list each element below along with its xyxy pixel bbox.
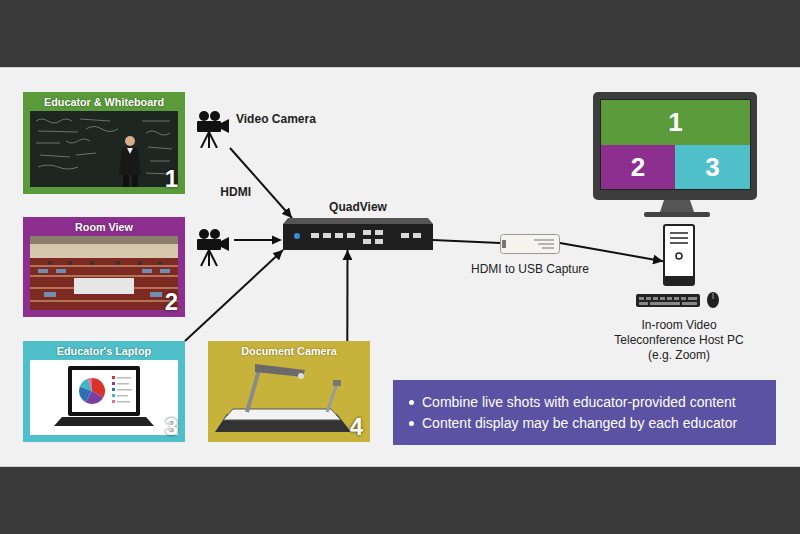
camera-wire xyxy=(234,236,282,245)
connector-arrow xyxy=(230,148,292,218)
box-heading: Educator & Whiteboard xyxy=(23,92,185,110)
screen-panel: 2 xyxy=(601,145,675,189)
screen-number: 1 xyxy=(601,100,750,145)
source-picture xyxy=(215,360,363,435)
keyboard-mouse xyxy=(636,292,719,308)
source-picture xyxy=(30,360,178,435)
connector-arrow xyxy=(346,250,348,341)
box-heading: Document Camera xyxy=(208,341,370,359)
screen-number: 2 xyxy=(601,145,675,189)
device-label: QuadView xyxy=(283,200,433,215)
capture-dongle: HDMI to USB Capture xyxy=(500,234,560,254)
screen-number: 3 xyxy=(675,145,750,189)
box-heading: Educator's Laptop xyxy=(23,341,185,359)
dongle-body xyxy=(500,234,560,254)
connector-arrow xyxy=(185,250,283,341)
box-heading: Room View xyxy=(23,217,185,235)
callout-number: 2 xyxy=(165,288,178,316)
screen-panel: 1 xyxy=(601,100,750,145)
source-box: Educator & Whiteboard 1 xyxy=(23,92,185,194)
callout-number: 4 xyxy=(350,413,363,441)
video-camera-icon xyxy=(197,229,229,266)
connector-arrow xyxy=(560,243,663,261)
monitor-frame xyxy=(593,92,757,217)
edge-label: HDMI xyxy=(218,185,253,199)
host-pc: In-room Video Teleconference Host PC (e.… xyxy=(663,224,695,286)
device-label: HDMI to USB Capture xyxy=(471,262,589,277)
bullet-dot xyxy=(409,400,414,405)
pc-tower xyxy=(663,224,695,286)
bullet-text: Content display may be changed by each e… xyxy=(422,414,737,432)
source-box: Document Camera 4 xyxy=(208,341,370,442)
bullet-row: Content display may be changed by each e… xyxy=(409,414,764,432)
quadview-body xyxy=(283,218,433,250)
source-picture xyxy=(30,111,178,187)
bullet-dot xyxy=(409,421,414,426)
video-camera: Video Camera xyxy=(194,110,230,148)
screen-panel: 3 xyxy=(675,145,750,189)
quadview-device: QuadView xyxy=(283,218,433,250)
camera-icon xyxy=(194,110,230,148)
pc-caption: In-room Video Teleconference Host PC (e.… xyxy=(609,318,749,363)
source-box: Room View 2 xyxy=(23,217,185,317)
bullet-row: Combine live shots with educator-provide… xyxy=(409,393,764,411)
note-box: Combine live shots with educator-provide… xyxy=(393,380,776,445)
bullet-text: Combine live shots with educator-provide… xyxy=(422,393,736,411)
connector-arrow xyxy=(433,240,500,243)
callout-number: 1 xyxy=(165,165,178,193)
device-label: Video Camera xyxy=(236,112,316,127)
callout-number: 3 xyxy=(165,413,178,441)
source-box: Educator's Laptop 3 xyxy=(23,341,185,442)
source-picture xyxy=(30,236,178,310)
